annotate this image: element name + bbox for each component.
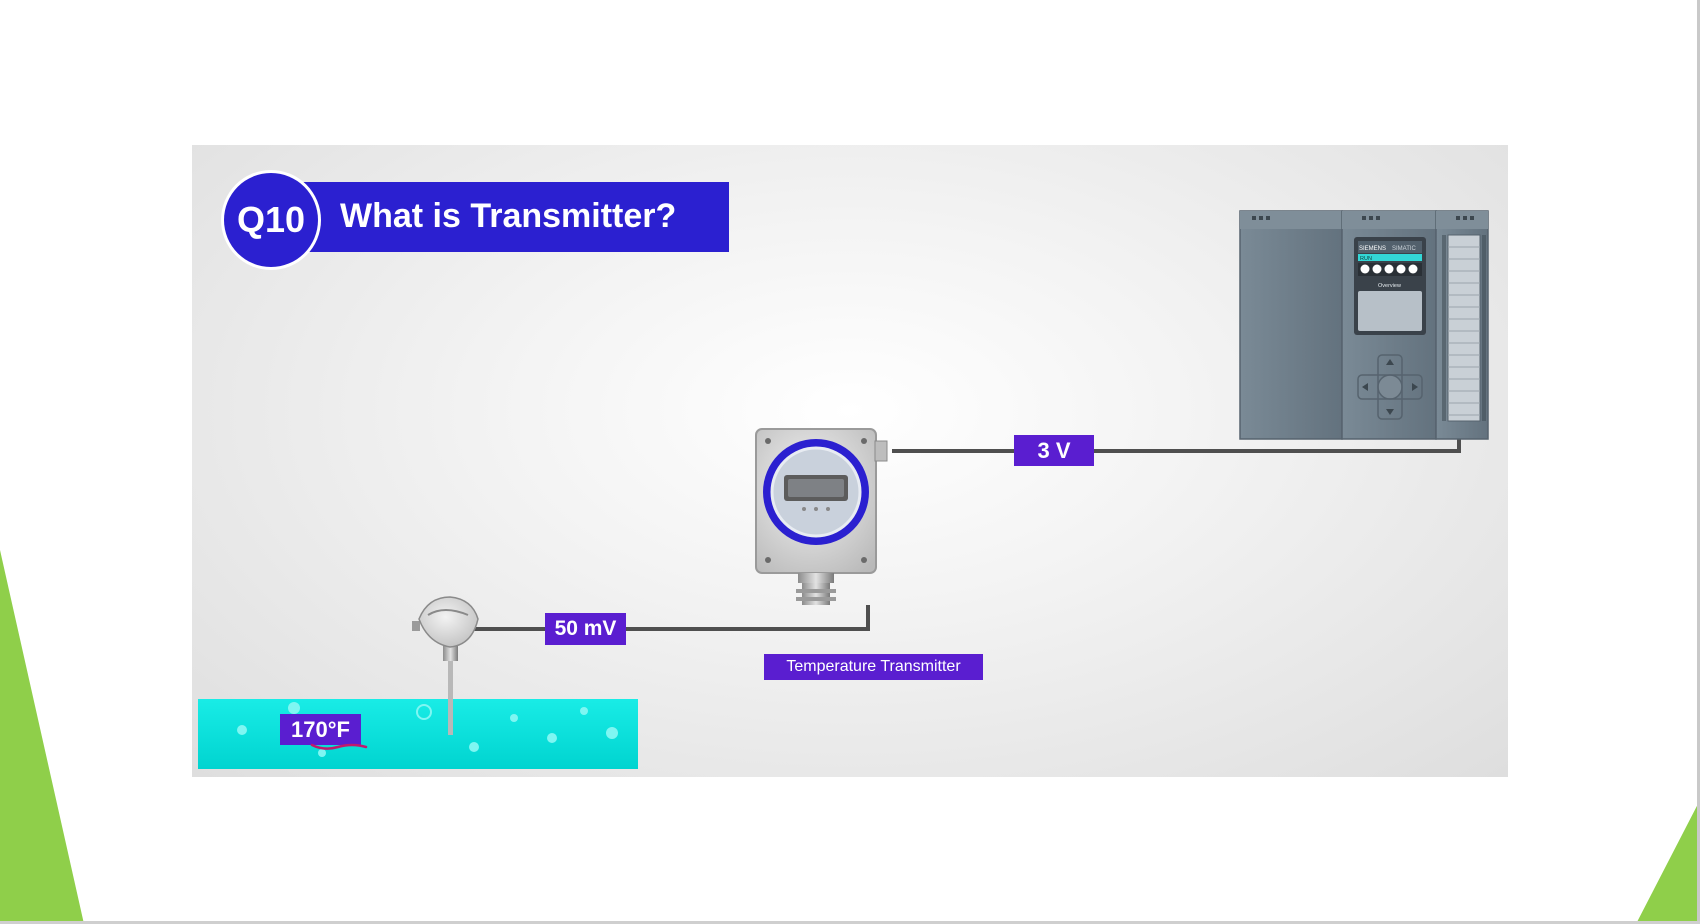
plc-menu-text: Overview [1378,283,1401,289]
question-badge [224,173,318,267]
left-green-accent [0,550,84,924]
sensor-signal-label: 50 mV [545,613,626,645]
handwritten-underline [310,743,368,750]
right-edge-line [1697,0,1700,924]
title-banner [302,182,729,252]
process-liquid [198,699,638,769]
transmitter-name-label: Temperature Transmitter [764,654,983,680]
process-diagram: SIEMENS SIMATIC RUN Overview [198,210,1489,769]
bottom-edge-line [0,921,1700,924]
siemens-plc [1239,210,1489,440]
diagram-frame: SIEMENS SIMATIC RUN Overview What is Tra… [192,145,1508,777]
question-number: Q10 [236,199,306,240]
plc-brand-text: SIEMENS [1359,246,1386,252]
right-green-accent [1636,800,1700,924]
signal-wires [474,435,1461,631]
plc-status-text: RUN [1360,256,1372,262]
page-title: What is Transmitter? [340,197,677,235]
plc-model-text: SIMATIC [1392,246,1417,252]
plc-signal-label: 3 V [1014,435,1094,466]
thermocouple-sensor [412,596,479,735]
temperature-transmitter [755,428,888,605]
process-temperature-label: 170°F [280,714,361,745]
